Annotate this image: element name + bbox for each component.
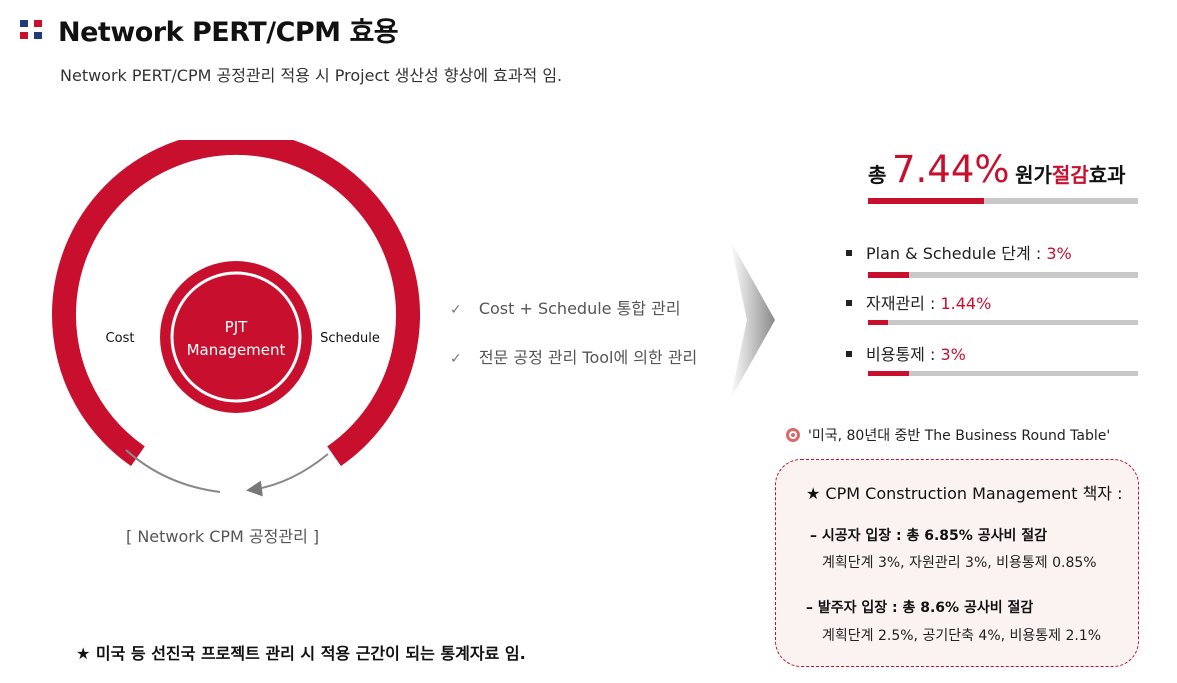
center-label-line1: PJT xyxy=(225,318,248,336)
source-text: '미국, 80년대 중반 The Business Round Table' xyxy=(808,428,1111,444)
outer-ring-arc xyxy=(52,140,420,467)
total-suffix-a: 원가 xyxy=(1015,163,1052,187)
center-label-line2: Management xyxy=(187,341,286,359)
item-label: Plan & Schedule 단계 : xyxy=(866,244,1047,263)
total-progress-fill xyxy=(868,198,985,204)
check-item: ✓ 전문 공정 관리 Tool에 의한 관리 xyxy=(450,345,697,371)
item-value: 3% xyxy=(1046,244,1072,263)
list-item: 비용통제 : 3% xyxy=(846,341,966,365)
check-item-text: Cost + Schedule 통합 관리 xyxy=(478,299,681,318)
item-progress-bar xyxy=(868,371,1138,376)
page-title: Network PERT/CPM 효용 xyxy=(58,17,399,48)
checkmark-icon: ✓ xyxy=(450,351,462,367)
checkmark-icon: ✓ xyxy=(450,302,462,318)
total-savings-headline: 총 7.44% 원가절감효과 xyxy=(868,148,1126,191)
total-value: 7.44% xyxy=(891,148,1010,191)
bullet-icon xyxy=(846,300,852,306)
check-item: ✓ Cost + Schedule 통합 관리 xyxy=(450,296,697,322)
schedule-label: Schedule xyxy=(320,331,380,346)
owner-detail: 계획단계 2.5%, 공기단축 4%, 비용통제 2.1% xyxy=(822,628,1102,644)
check-list: ✓ Cost + Schedule 통합 관리 ✓ 전문 공정 관리 Tool에… xyxy=(450,296,697,394)
item-progress-bar xyxy=(868,272,1138,278)
total-progress-bar xyxy=(868,198,1138,204)
management-cycle-diagram: PJT Management Cost Schedule xyxy=(52,140,420,497)
title-bullet-icon xyxy=(20,20,44,40)
cost-label: Cost xyxy=(106,331,135,346)
item-progress-fill xyxy=(868,272,909,278)
list-item: Plan & Schedule 단계 : 3% xyxy=(846,240,1072,264)
item-value: 3% xyxy=(940,345,966,364)
source-note: '미국, 80년대 중반 The Business Round Table' xyxy=(786,425,1110,445)
center-circle xyxy=(160,261,312,413)
item-label: 비용통제 : xyxy=(866,345,941,364)
footer-note: ★ 미국 등 선진국 프로젝트 관리 시 적용 근간이 되는 통계자료 임. xyxy=(76,644,526,663)
item-value: 1.44% xyxy=(940,294,992,313)
chevron-right-icon xyxy=(730,240,775,400)
target-circle-icon xyxy=(786,428,800,442)
total-prefix: 총 xyxy=(868,163,887,187)
item-progress-fill xyxy=(868,320,889,325)
list-item: 자재관리 : 1.44% xyxy=(846,290,991,314)
item-progress-bar xyxy=(868,320,1138,325)
item-label: 자재관리 : xyxy=(866,294,941,313)
contractor-detail: 계획단계 3%, 자원관리 3%, 비용통제 0.85% xyxy=(822,555,1097,571)
total-suffix-b: 효과 xyxy=(1088,163,1126,187)
owner-heading: – 발주자 입장 : 총 8.6% 공사비 절감 xyxy=(806,600,1034,616)
cpm-reference-box: ★ CPM Construction Management 책자 : – 시공자… xyxy=(775,459,1139,667)
bullet-icon xyxy=(846,351,852,357)
return-arrow-tail xyxy=(125,449,221,493)
center-circle-inner-ring xyxy=(170,271,302,403)
box-title: ★ CPM Construction Management 책자 : xyxy=(806,484,1123,503)
contractor-heading: – 시공자 입장 : 총 6.85% 공사비 절감 xyxy=(810,528,1047,544)
check-item-text: 전문 공정 관리 Tool에 의한 관리 xyxy=(478,348,698,367)
page-subtitle: Network PERT/CPM 공정관리 적용 시 Project 생산성 향… xyxy=(60,66,563,85)
bullet-icon xyxy=(846,250,852,256)
total-suffix-red: 절감 xyxy=(1051,163,1089,187)
cycle-caption: [ Network CPM 공정관리 ] xyxy=(126,527,320,546)
return-arrow xyxy=(246,453,329,497)
item-progress-fill xyxy=(868,371,909,376)
